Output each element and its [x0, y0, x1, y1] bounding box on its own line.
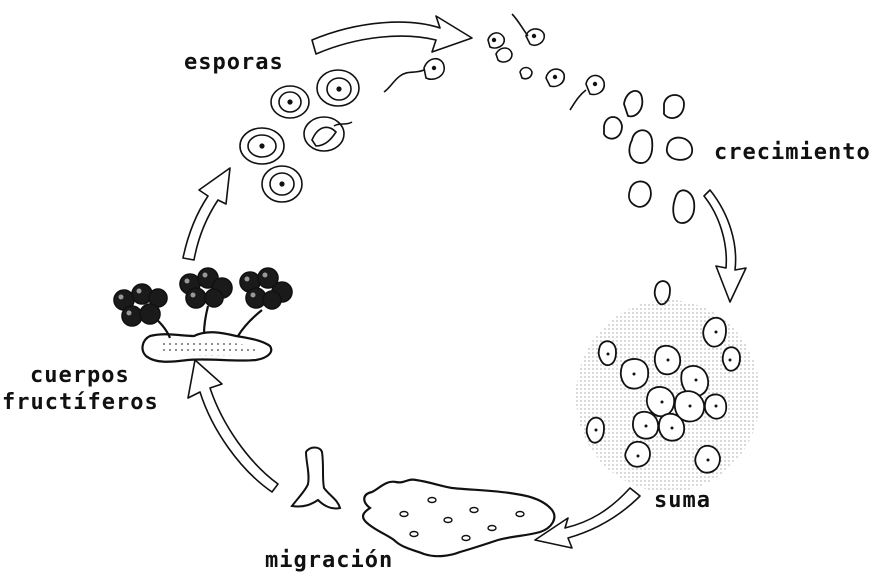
label-suma: suma	[654, 488, 711, 514]
arrow-cuerpos-to-esporas	[183, 168, 230, 260]
early-fruiting-body	[292, 448, 340, 509]
label-esporas: esporas	[184, 50, 284, 76]
arrow-migracion-to-cuerpos	[188, 360, 278, 492]
label-migracion: migración	[265, 548, 393, 574]
label-crecimiento: crecimiento	[714, 140, 871, 166]
arrow-esporas-to-crecimiento	[312, 16, 472, 54]
fruiting-bodies-group	[114, 268, 292, 362]
spores-group	[240, 70, 359, 202]
slug-group	[292, 448, 554, 557]
arrow-crecimiento-to-suma	[704, 190, 746, 302]
amoebae-group	[604, 91, 694, 304]
label-fructiferos: fructíferos	[2, 390, 159, 416]
label-cuerpos: cuerpos	[30, 363, 130, 389]
aggregation-group	[576, 300, 760, 492]
